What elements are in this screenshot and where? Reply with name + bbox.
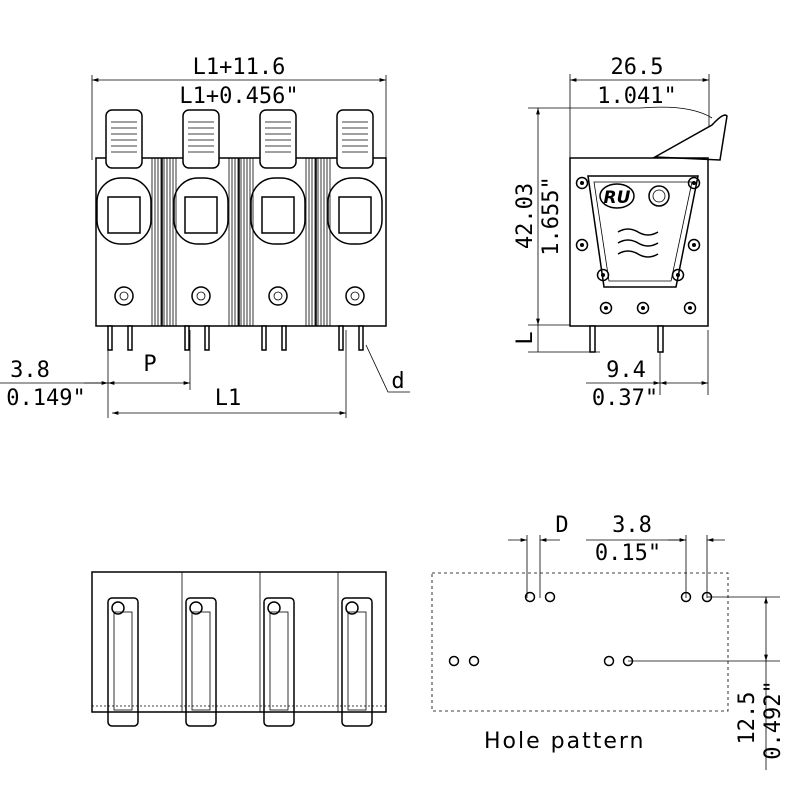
dim-offset-mm: 3.8 — [10, 358, 50, 383]
solder-pin — [358, 325, 364, 351]
solder-pin — [281, 325, 287, 351]
dim-overall-in: L1+0.456" — [179, 84, 298, 109]
side-lever — [652, 114, 728, 161]
dim-pin-length: L — [513, 331, 538, 344]
dim-length: L1 — [215, 386, 242, 411]
wire-entry — [327, 177, 383, 245]
bottom-view — [91, 571, 387, 727]
clamp-spring — [189, 601, 203, 615]
dim-height-in: 1.655" — [539, 176, 564, 255]
bottom-body — [91, 571, 387, 713]
clamp-slot — [185, 597, 217, 727]
side-body — [569, 157, 709, 327]
footprint-outline — [431, 572, 729, 712]
dim-depth-in: 1.041" — [597, 84, 676, 109]
side-view: 26.5 1.041" 42.03 1.655" L RU — [513, 55, 728, 411]
test-port — [191, 286, 211, 306]
wire-entry-slot — [338, 196, 372, 234]
wire-entry-slot — [184, 196, 218, 234]
dim-row-mm: 12.5 — [735, 692, 760, 745]
clamp-3 — [259, 572, 295, 727]
pcb-hole — [603, 655, 615, 667]
clamp-slot — [341, 597, 373, 727]
clamp-slot — [107, 597, 139, 727]
housing-screws — [575, 176, 701, 315]
test-port — [345, 286, 365, 306]
lever-tab — [182, 109, 220, 169]
dim-offset-in: 0.149" — [6, 386, 85, 411]
screw — [636, 301, 650, 315]
screw — [687, 238, 701, 252]
dim-depth-mm: 26.5 — [611, 55, 664, 80]
dim-spacing-mm: 3.8 — [612, 513, 652, 538]
screw — [683, 301, 697, 315]
test-port — [268, 286, 288, 306]
pcb-hole — [680, 591, 692, 603]
solder-pin — [204, 325, 210, 351]
separator-ribs — [151, 158, 331, 326]
screw — [687, 176, 701, 190]
front-view: L1+11.6 L1+0.456" 3.8 0.149" P L1 d — [0, 55, 410, 418]
pcb-hole — [544, 591, 556, 603]
wire-entry-slot — [261, 196, 295, 234]
solder-pin — [127, 325, 133, 351]
screw — [575, 238, 589, 252]
dim-spacing-in: 0.15" — [595, 541, 661, 566]
lever-tab — [336, 109, 374, 169]
screw — [671, 268, 685, 282]
dim-pin-offset-in: 0.37" — [592, 386, 658, 411]
pole-3 — [238, 109, 306, 351]
screw — [596, 268, 610, 282]
hole-pattern: D 3.8 0.15" 12.5 0.492" Hole pattern — [431, 513, 786, 770]
dim-overall-mm: L1+11.6 — [193, 55, 286, 80]
dim-pitch: P — [143, 352, 156, 377]
pcb-holes — [448, 591, 713, 667]
clamp-spring — [267, 601, 281, 615]
hole-pattern-caption: Hole pattern — [484, 729, 645, 754]
csa-logo — [648, 185, 670, 207]
solder-pin — [184, 325, 190, 351]
ul-logo: RU — [599, 183, 635, 209]
solder-pin — [261, 325, 267, 351]
svg-text:RU: RU — [604, 188, 631, 208]
wire-entry — [250, 177, 306, 245]
screw — [575, 176, 589, 190]
clamp-1 — [107, 597, 139, 727]
pcb-hole — [468, 655, 480, 667]
dim-hole-dia: D — [555, 513, 568, 538]
solder-pin — [107, 325, 113, 351]
lever-tab — [105, 109, 143, 169]
pcb-hole — [448, 655, 460, 667]
wire-entry — [173, 177, 229, 245]
pole-4 — [315, 109, 383, 351]
brand-logo — [617, 228, 659, 258]
dim-row-in: 0.492" — [761, 680, 786, 759]
clamp-spring — [345, 601, 359, 615]
wire-entry — [96, 177, 152, 245]
bottom-clamps — [107, 572, 373, 727]
marking-panel — [587, 175, 699, 288]
terminal-modules — [96, 109, 383, 351]
pole-2 — [161, 109, 229, 351]
lever-tab — [259, 109, 297, 169]
pole-1 — [96, 109, 152, 351]
clamp-4 — [337, 572, 373, 727]
clamp-slot — [263, 597, 295, 727]
test-port — [114, 286, 134, 306]
clamp-2 — [181, 572, 217, 727]
clamp-spring — [111, 601, 125, 615]
solder-pin — [338, 325, 344, 351]
dim-pin-dia: d — [391, 369, 404, 394]
dim-height-mm: 42.03 — [513, 183, 538, 249]
dim-pin-offset-mm: 9.4 — [606, 358, 646, 383]
wire-entry-slot — [107, 196, 141, 234]
screw — [599, 301, 613, 315]
pcb-hole — [524, 591, 536, 603]
